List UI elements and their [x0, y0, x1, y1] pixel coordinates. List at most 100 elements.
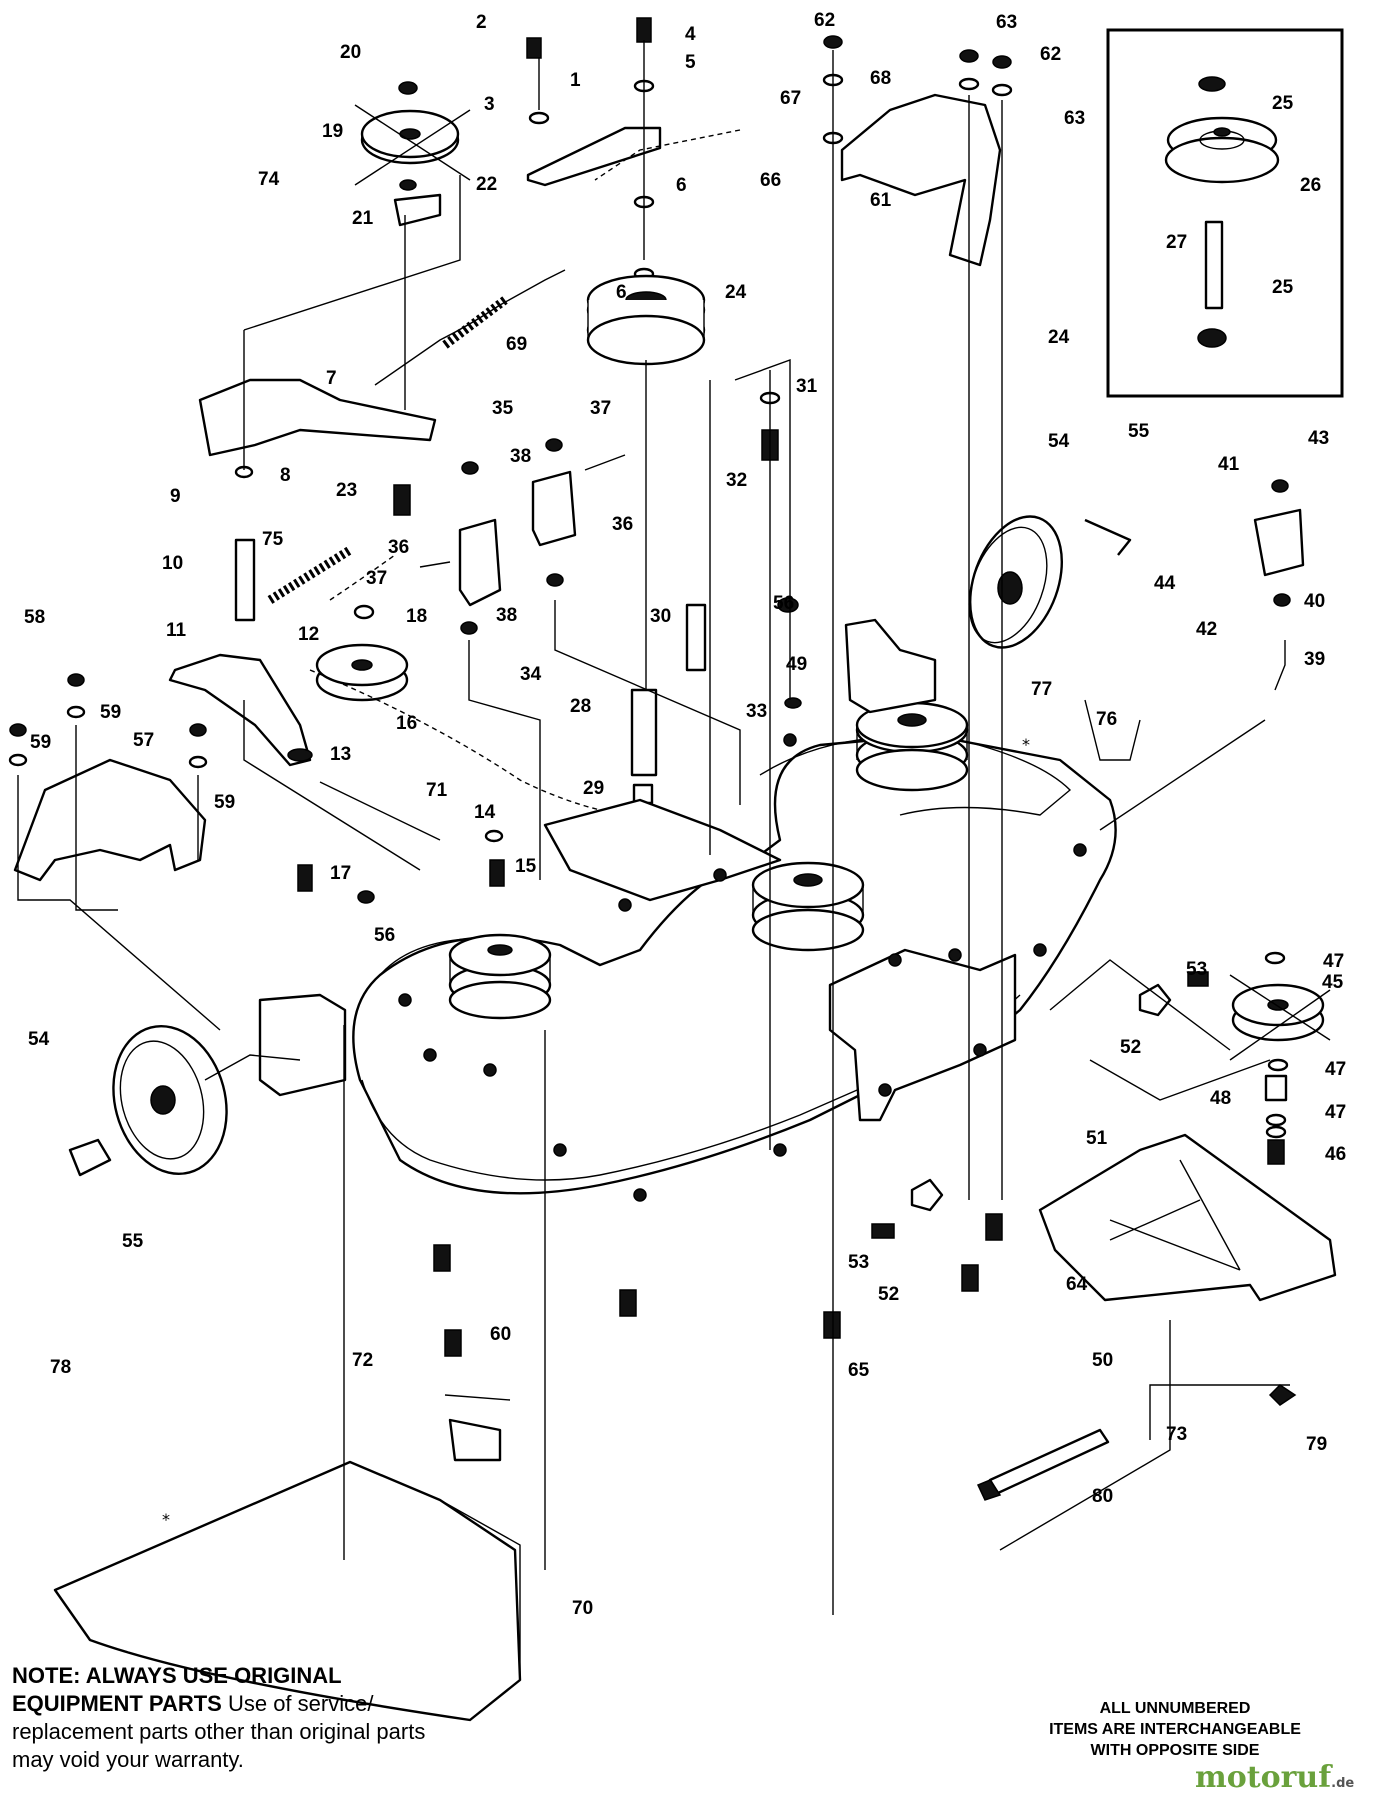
- callout-label: 11: [166, 620, 187, 641]
- callout-label: 54: [1048, 431, 1070, 452]
- callout-label: 26: [1300, 175, 1321, 196]
- callout-label: 63: [1064, 108, 1085, 129]
- callout-label: 60: [490, 1324, 511, 1345]
- note-lead: NOTE: ALWAYS USE ORIGINAL EQUIPMENT PART…: [12, 1663, 342, 1716]
- callout-label: 80: [1092, 1486, 1113, 1507]
- pin-80: [976, 1384, 1297, 1501]
- callout-label: 24: [725, 282, 747, 303]
- brackets-36: [419, 438, 626, 635]
- callout-label: 42: [1196, 619, 1217, 640]
- asterisk-marker: *: [1022, 735, 1030, 754]
- callout-label: 29: [583, 778, 604, 799]
- mower-deck-76: [258, 733, 1117, 1202]
- callout-label: 37: [366, 568, 387, 589]
- callout-label: 73: [1166, 1424, 1187, 1445]
- bolt-32: [393, 391, 781, 516]
- callout-label: 41: [1218, 454, 1240, 475]
- callout-label: 49: [786, 654, 807, 675]
- callout-label: 72: [352, 1350, 373, 1371]
- interchangeable-note: ALL UNNUMBERED ITEMS ARE INTERCHANGEABLE…: [1030, 1698, 1320, 1761]
- callout-label: 36: [612, 514, 633, 535]
- nuts-52-53: [871, 971, 1209, 1239]
- callout-label: 32: [726, 470, 747, 491]
- callout-label: 46: [1325, 1144, 1346, 1165]
- callout-label: 13: [330, 744, 351, 765]
- warranty-note: NOTE: ALWAYS USE ORIGINAL EQUIPMENT PART…: [12, 1662, 442, 1774]
- callout-label: 68: [870, 68, 891, 89]
- interchangeable-line: ALL UNNUMBERED: [1099, 1700, 1251, 1717]
- idler-pulley-45: [1229, 951, 1331, 1165]
- callout-label: 22: [476, 174, 497, 195]
- callout-label: 34: [520, 664, 542, 685]
- callout-label: 25: [1272, 277, 1294, 298]
- callout-label: 36: [388, 537, 409, 558]
- interchangeable-line: ITEMS ARE INTERCHANGEABLE: [1049, 1721, 1301, 1738]
- callout-label: 62: [814, 10, 835, 31]
- spring-75: [267, 546, 353, 604]
- pulley-inset-box: [1106, 28, 1344, 398]
- callout-label: 52: [878, 1284, 899, 1305]
- callout-label: 5: [685, 52, 696, 73]
- bottom-bolts: [297, 829, 1003, 1357]
- belt-path: [309, 129, 741, 811]
- callout-label: 59: [100, 702, 121, 723]
- bracket-42: [1253, 479, 1305, 691]
- callout-label: 20: [340, 42, 361, 63]
- watermark-logo: motoruf.de: [1195, 1760, 1354, 1795]
- callout-label: 40: [1304, 591, 1325, 612]
- callout-label: 30: [650, 606, 671, 627]
- callout-label: 65: [848, 1360, 870, 1381]
- callout-label: 63: [996, 12, 1017, 33]
- bracket-1: [526, 126, 662, 187]
- callout-label: 2: [476, 12, 487, 33]
- gauge-wheel-right: [968, 515, 1132, 649]
- callout-label: 48: [1210, 1088, 1231, 1109]
- spindle-pulley-center: [751, 861, 865, 952]
- callout-label: 50: [1092, 1350, 1113, 1371]
- callout-label: 27: [1166, 232, 1187, 253]
- callout-label: 55: [1128, 421, 1150, 442]
- main-pulley-24: [586, 274, 706, 366]
- callout-label: 57: [133, 730, 154, 751]
- callout-label: 70: [572, 1598, 593, 1619]
- callout-label: 75: [262, 529, 284, 550]
- callout-label: 3: [484, 94, 495, 115]
- callout-labels: 1 2 3 4 5 6 6 7 8 9 10 11 12 13 14 15 16…: [24, 10, 1346, 1619]
- callout-label: 61: [870, 190, 892, 211]
- callout-label: 31: [796, 376, 818, 397]
- callout-label: 71: [426, 780, 448, 801]
- callout-label: 24: [1048, 327, 1070, 348]
- callout-label: 66: [760, 170, 781, 191]
- bracket-7: [198, 378, 437, 457]
- idler-pulley-16: [315, 604, 409, 702]
- callout-label: 79: [1306, 1434, 1327, 1455]
- watermark-brand: motoruf: [1195, 1760, 1332, 1795]
- callout-label: 52: [1120, 1037, 1141, 1058]
- callout-label: 38: [510, 446, 531, 467]
- engine-bracket: [844, 618, 937, 714]
- asterisk-marker: *: [162, 1510, 170, 1529]
- left-nuts: [8, 673, 208, 769]
- callout-label: 54: [28, 1029, 50, 1050]
- callout-label: 76: [1096, 709, 1117, 730]
- callout-label: 67: [780, 88, 801, 109]
- belt-shield-61: [840, 93, 1002, 267]
- callout-label: 47: [1325, 1102, 1346, 1123]
- callout-label: 25: [1272, 93, 1294, 114]
- callout-label: 19: [322, 121, 343, 142]
- assembly-lines: [17, 40, 1290, 1615]
- wheel-bracket-57: [13, 758, 207, 882]
- callout-label: 43: [1308, 428, 1329, 449]
- callout-label: 4: [685, 24, 696, 45]
- callout-label: 10: [162, 553, 183, 574]
- rod-71: [319, 781, 441, 841]
- callout-label: 28: [570, 696, 591, 717]
- spindle-rods: [630, 597, 802, 805]
- callout-label: 69: [506, 334, 527, 355]
- spindle-pulley-left: [448, 933, 552, 1020]
- callout-label: 38: [496, 605, 517, 626]
- pivot-arm-12: [168, 465, 313, 767]
- callout-label: 17: [330, 863, 351, 884]
- callout-label: 12: [298, 624, 319, 645]
